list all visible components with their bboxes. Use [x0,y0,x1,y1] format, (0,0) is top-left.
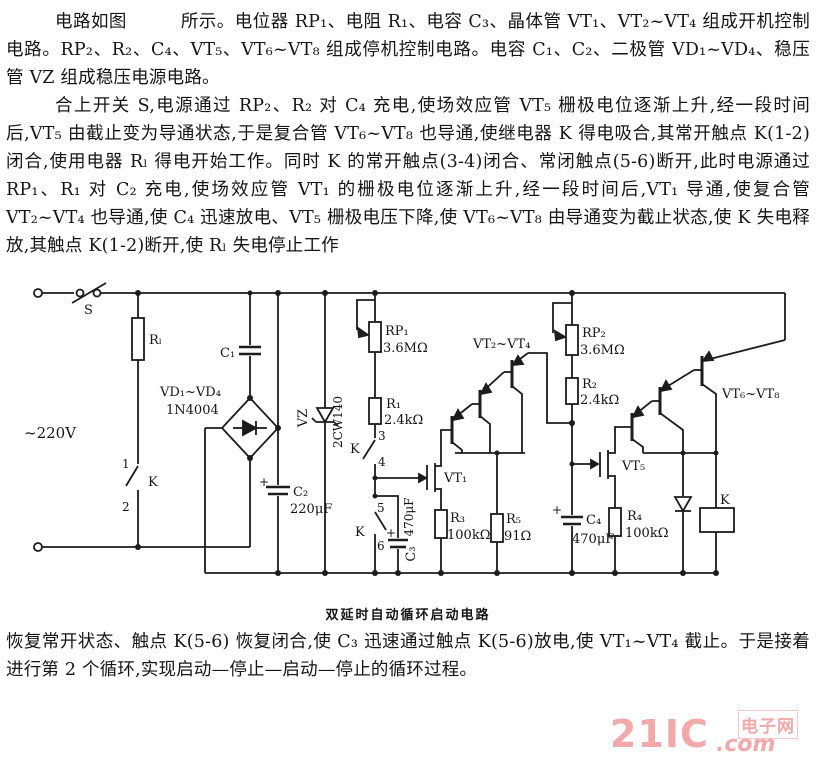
label-r1: R₁ [386,397,401,412]
intro-text-block: 电路如图 所示。电位器 RP₁、电阻 R₁、电容 C₃、晶体管 VT₁、VT₂~… [6,8,810,260]
label-k56-6: 6 [377,539,385,553]
label-r3-val: 100kΩ [447,528,490,543]
label-r5-val: 91Ω [504,529,531,544]
relay-k [699,453,735,573]
label-vt6-vt8: VT₆~VT₈ [721,387,779,402]
label-r1-val: 2.4kΩ [384,413,423,428]
label-r2-val: 2.4kΩ [580,393,619,408]
contact-k5-6 [374,511,387,573]
figure-caption: 双延时自动循环启动电路 [325,608,491,623]
label-bridge-part: 1N4004 [166,403,219,418]
label-vt1: VT₁ [443,471,467,486]
capacitor-c2 [266,428,290,573]
resistor-r5 [490,453,504,573]
label-mains-220v: ~220V [24,424,77,442]
fet-vt1 [426,429,452,510]
zener-vz [311,293,339,573]
label-rp2: RP₂ [582,326,606,341]
label-k12-2: 2 [122,500,130,514]
label-vz: VZ [296,409,311,428]
label-c4: C₄ [586,513,601,528]
label-c4-val: 470μF [572,532,614,547]
label-switch-s: S [84,303,93,318]
label-rp2-val: 3.6MΩ [580,343,625,358]
label-r4: R₄ [627,509,642,524]
label-k34-3: 3 [378,429,386,443]
gate-wire-vt5 [572,458,600,470]
watermark-com: .com [716,732,776,757]
label-c3-val: 470μF [402,497,416,536]
label-vz-part: 2CW140 [331,396,345,448]
resistor-r2 [565,377,579,515]
paragraph-cycle: 恢复常开状态、触点 K(5-6) 恢复闭合,使 C₃ 迅速通过触点 K(5-6)… [6,632,810,680]
resistor-r1 [368,397,382,438]
label-vt5: VT₅ [621,459,645,474]
label-rp1-val: 3.6MΩ [383,341,428,356]
watermark-21ic: 21IC 电子网 .com [598,706,808,758]
watermark-brand: 21IC [610,712,709,756]
potentiometer-rp1 [356,293,382,398]
transistors-vt2-vt4 [450,352,572,454]
paragraph-circuit-overview: 电路如图 所示。电位器 RP₁、电阻 R₁、电容 C₃、晶体管 VT₁、VT₂~… [6,12,810,88]
label-k34-k: K [350,442,360,457]
label-c3-plus: + [386,526,396,540]
label-relay-k: K [720,493,730,508]
capacitor-c4 [561,515,583,573]
label-vt2-vt4: VT₂~VT₄ [472,337,530,352]
label-bridge: VD₁~VD₄ [159,385,221,400]
gate-wire-vt1 [375,472,428,484]
label-rl: Rₗ [149,333,162,348]
fet-vt5 [599,426,632,508]
label-r2: R₂ [582,377,597,392]
label-k56-k: K [355,525,365,540]
label-c4-plus: + [552,503,562,517]
label-c2-val: 220μF [290,502,332,517]
schematic-labels: S ~220V Rₗ 1 K 2 C₁ VD₁~VD₄ 1N4004 VZ 2C… [24,303,779,562]
ac-input-terminals [33,288,250,552]
paragraph-operation: 合上开关 S,电源通过 RP₂、R₂ 对 C₄ 充电,使场效应管 VT₅ 栅极电… [6,96,810,256]
contact-k3-4 [362,439,376,496]
contact-k1-2 [125,465,139,547]
capacitor-c3 [375,495,408,573]
watermark-site-name: 电子网 [738,710,798,739]
label-k12-1: 1 [122,457,130,471]
bridge-rectifier [204,293,280,573]
transistors-vt6-vt8 [630,293,786,454]
label-rp1: RP₁ [385,324,409,339]
label-r3: R₃ [450,511,465,526]
label-r5: R₅ [506,512,521,527]
potentiometer-rp2 [552,293,579,378]
resistor-rl [131,293,145,464]
freewheel-diode [673,453,693,573]
label-k34-4: 4 [378,455,386,469]
label-c2-plus: + [259,475,269,489]
label-c1: C₁ [220,346,235,361]
junction-dots [135,290,719,576]
closing-text-block: 恢复常开状态、触点 K(5-6) 恢复闭合,使 C₃ 迅速通过触点 K(5-6)… [6,628,810,684]
resistor-r3 [434,509,448,573]
label-c3: C₃ [404,546,419,561]
label-c2: C₂ [293,485,308,500]
resistor-r4 [608,507,622,573]
circuit-schematic: S ~220V Rₗ 1 K 2 C₁ VD₁~VD₄ 1N4004 VZ 2C… [24,282,786,576]
label-k56-5: 5 [377,501,385,515]
label-r4-val: 100kΩ [625,526,668,541]
label-k12-k: K [148,475,158,490]
capacitor-c1 [239,293,261,398]
